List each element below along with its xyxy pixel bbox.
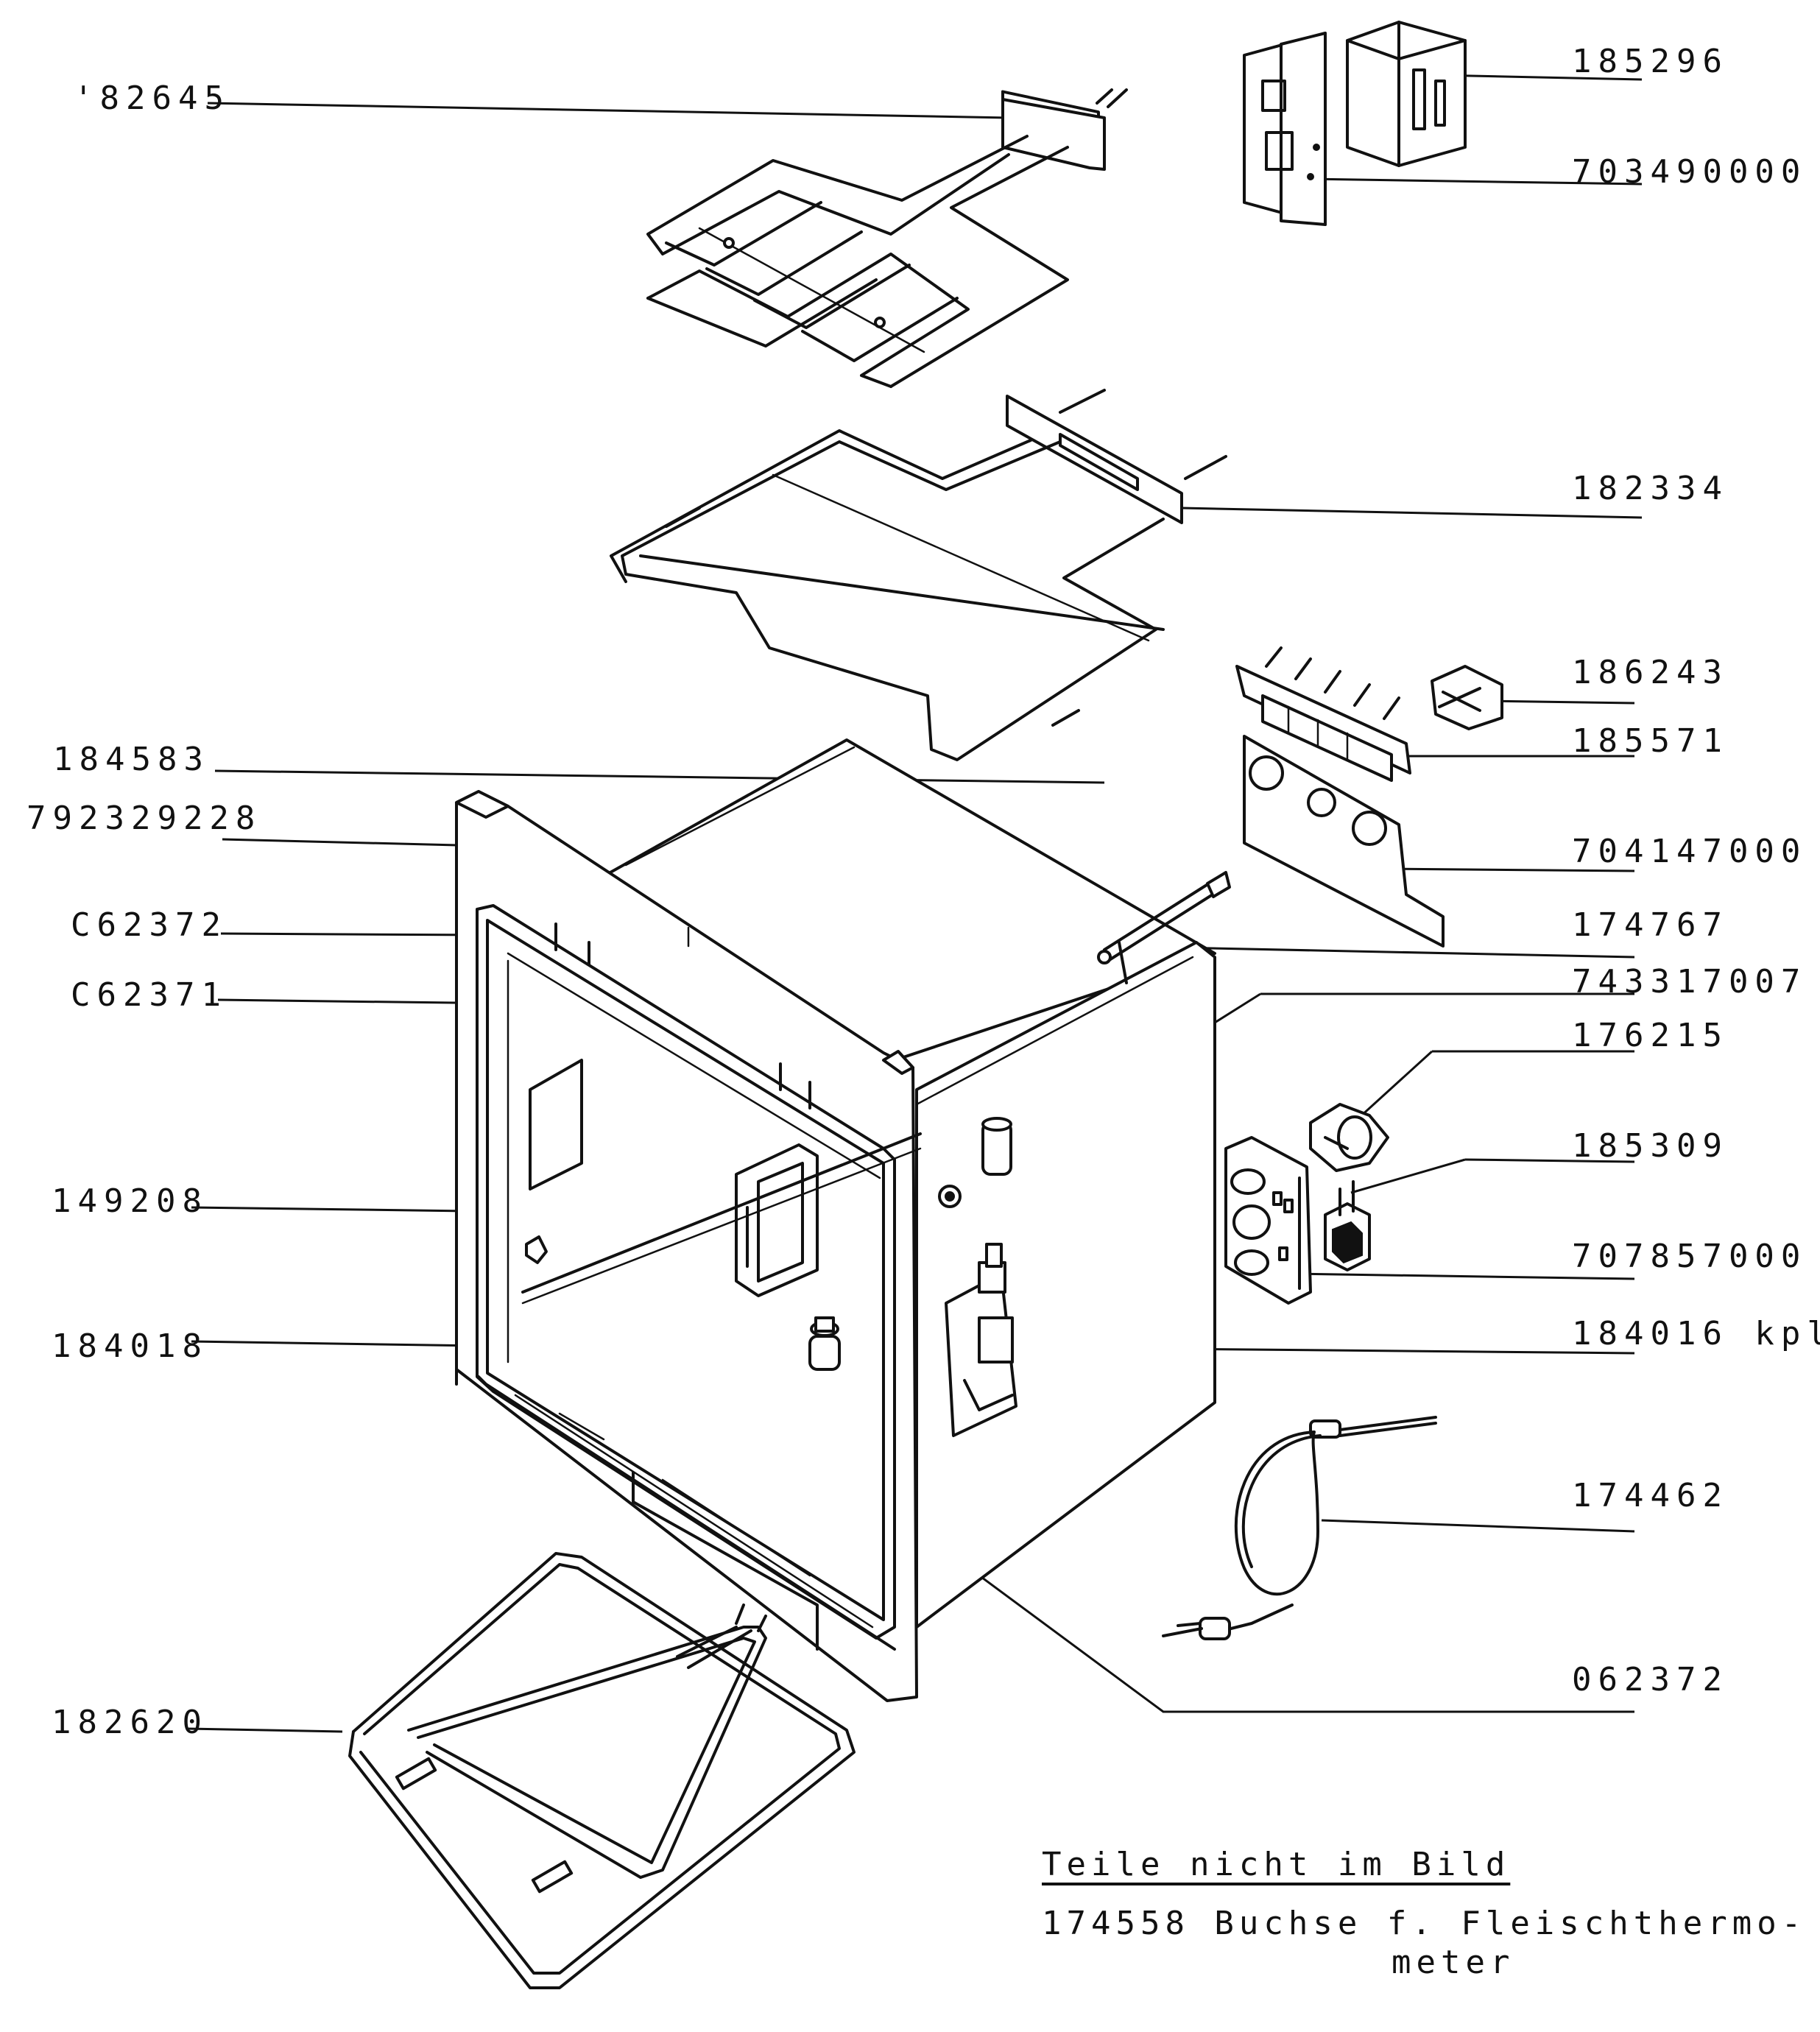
label-149208: 149208 <box>52 1182 208 1220</box>
leader-792329228 <box>222 838 487 847</box>
leader-185309 <box>1350 1158 1466 1194</box>
label-174767: 174767 <box>1572 906 1729 944</box>
leader-185296 <box>1435 74 1643 81</box>
note-line-1: 174558 Buchse f. Fleischthermo- <box>1042 1905 1807 1942</box>
label-185309: 185309 <box>1572 1127 1729 1165</box>
label-182620: 182620 <box>52 1704 208 1741</box>
label-184583: 184583 <box>53 741 210 778</box>
label-182645: '82645 <box>74 80 230 117</box>
leader-185309b <box>1464 1158 1635 1163</box>
grill-heating-element <box>646 88 1128 388</box>
front-frame-792329228 <box>455 790 918 1702</box>
mounting-bracket-703490000 <box>1243 32 1327 226</box>
bracket-707857000 <box>1224 1136 1312 1305</box>
label-704147000: 704147000 <box>1572 833 1807 870</box>
leader-062372-left <box>220 932 479 936</box>
label-174462: 174462 <box>1572 1477 1729 1514</box>
label-792329228: 792329228 <box>27 800 262 837</box>
label-707857000: 707857000 <box>1572 1238 1807 1275</box>
relay-185309 <box>1324 1180 1371 1271</box>
indicator-lamp-186243 <box>1431 665 1503 730</box>
leader-704147000 <box>1376 867 1635 872</box>
leader-707857000 <box>1288 1272 1635 1280</box>
top-heating-element <box>610 389 1227 761</box>
leader-182334 <box>1181 507 1643 519</box>
label-184016: 184016 kpl <box>1572 1315 1820 1352</box>
leader-182645 <box>207 102 1009 119</box>
label-176215: 176215 <box>1572 1017 1729 1054</box>
leader-182620 <box>187 1727 343 1733</box>
label-062372-right: 062372 <box>1572 1661 1729 1698</box>
leader-174462 <box>1321 1519 1635 1533</box>
meat-thermometer-174462 <box>1162 1416 1437 1640</box>
label-743317007: 743317007 <box>1572 963 1807 1001</box>
label-062371: C62371 <box>71 976 228 1014</box>
cavity-interior <box>521 1059 922 1371</box>
label-185296: 185296 <box>1572 43 1729 80</box>
leader-184583 <box>214 769 1105 784</box>
label-703490000: 703490000 <box>1572 153 1807 191</box>
label-185571: 185571 <box>1572 722 1729 760</box>
label-186243: 186243 <box>1572 654 1729 691</box>
bracket-704147000 <box>1243 735 1445 948</box>
label-062372-left: C62372 <box>71 906 228 944</box>
leader-186243 <box>1483 699 1635 705</box>
note-line-2: meter <box>1392 1944 1515 1981</box>
leader-703490000 <box>1306 177 1643 186</box>
terminal-block-185571 <box>1235 646 1411 782</box>
oven-cavity <box>602 738 1231 1629</box>
label-184018: 184018 <box>52 1327 208 1365</box>
note-title: Teile nicht im Bild <box>1042 1846 1511 1883</box>
label-182334: 182334 <box>1572 470 1729 507</box>
switch-185296 <box>1346 21 1467 167</box>
bottom-heating-element <box>348 1552 856 1989</box>
thermostat-176215 <box>1309 1103 1389 1172</box>
